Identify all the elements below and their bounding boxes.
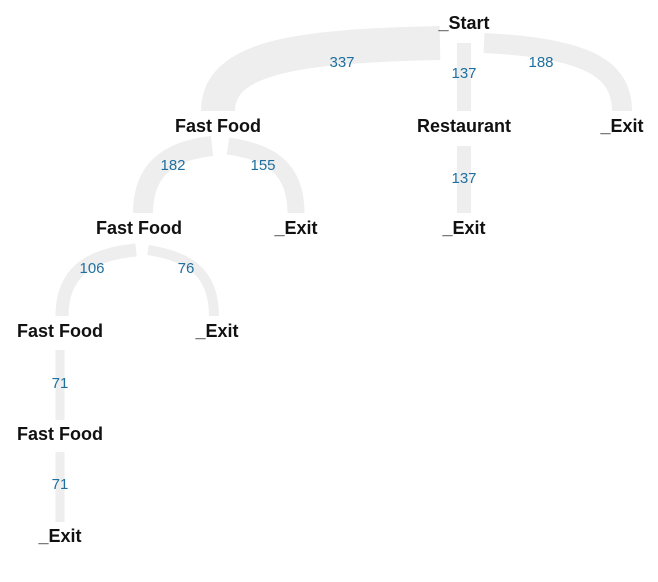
node-exit-1: _Exit bbox=[599, 116, 643, 136]
flow-label-fast-food-2-to-fast-food: 106 bbox=[79, 260, 104, 277]
flow-fast-food-2-to-exit bbox=[147, 245, 219, 317]
node-fast-food-2: Fast Food bbox=[96, 218, 182, 238]
flow-bands bbox=[55, 26, 632, 522]
flow-label-fast-food-4-to-exit: 71 bbox=[52, 476, 69, 493]
flow-label-start-to-restaurant: 137 bbox=[451, 65, 476, 82]
node-exit-2: _Exit bbox=[273, 218, 317, 238]
node-start: _Start bbox=[437, 13, 489, 33]
flow-labels: 337 137 188 137 182 155 106 76 71 71 bbox=[52, 54, 554, 493]
node-exit-3: _Exit bbox=[441, 218, 485, 238]
node-fast-food-4: Fast Food bbox=[17, 424, 103, 444]
flow-label-fast-food-2-to-exit: 76 bbox=[178, 260, 195, 277]
flow-start-to-fast-food bbox=[201, 26, 441, 113]
node-exit-4: _Exit bbox=[194, 321, 238, 341]
flow-label-start-to-fast-food: 337 bbox=[329, 54, 354, 71]
flow-label-restaurant-to-exit: 137 bbox=[451, 170, 476, 187]
flow-start-to-exit bbox=[483, 33, 632, 112]
node-fast-food-3: Fast Food bbox=[17, 321, 103, 341]
flow-label-start-to-exit: 188 bbox=[528, 54, 553, 71]
flow-fast-food-1-to-exit bbox=[226, 137, 305, 214]
flow-fast-food-1-to-fast-food bbox=[133, 136, 214, 214]
node-labels: _Start Fast Food Restaurant _Exit Fast F… bbox=[17, 13, 644, 546]
flow-label-fast-food-1-to-exit: 155 bbox=[250, 157, 275, 174]
flow-label-fast-food-3-to-fast-food: 71 bbox=[52, 375, 69, 392]
flow-label-fast-food-1-to-fast-food: 182 bbox=[160, 157, 185, 174]
node-restaurant: Restaurant bbox=[417, 116, 511, 136]
node-fast-food-1: Fast Food bbox=[175, 116, 261, 136]
flow-fast-food-2-to-fast-food bbox=[55, 243, 137, 317]
node-exit-5: _Exit bbox=[37, 526, 81, 546]
